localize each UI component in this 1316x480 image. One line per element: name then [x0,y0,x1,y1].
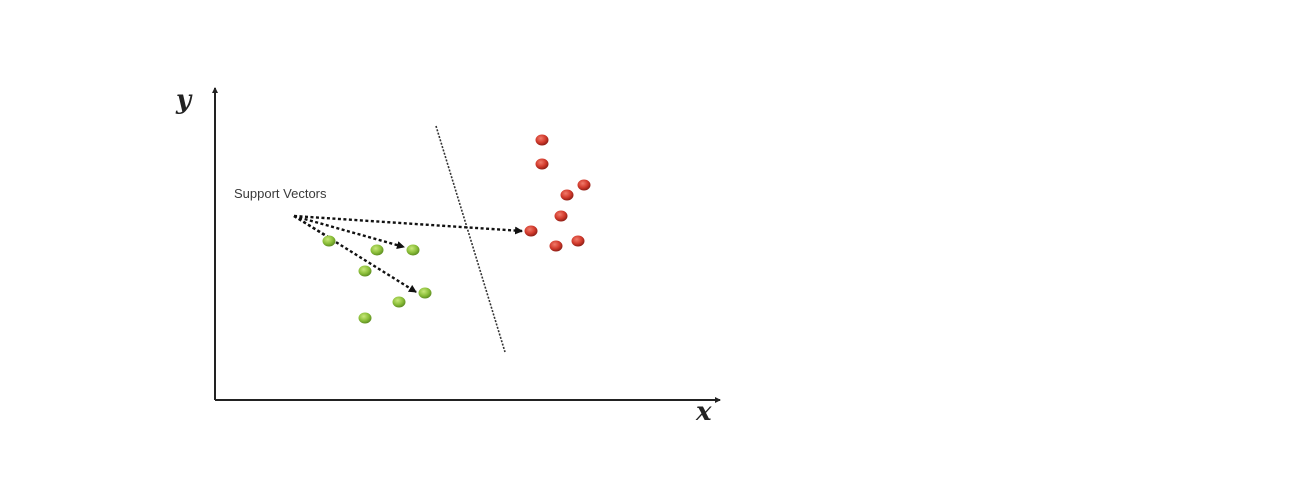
support-vector-arrows [293,214,523,294]
class-a-support-vector [418,287,432,299]
class-a-point [358,265,372,277]
class-b-point [577,179,591,191]
arrow-to-green-support-vector-lower [293,214,417,294]
class-b-point [549,240,563,252]
class-a-point [358,312,372,324]
arrow-to-red-support-vector [293,214,523,235]
class-a-support-vector [406,244,420,256]
arrow-guide-short [293,214,331,240]
y-axis-label: y [175,85,193,115]
class-a-points [322,235,432,324]
class-a-point [392,296,406,308]
class-b-support-vector [524,225,538,237]
arrow-to-green-support-vector-upper [293,214,405,249]
class-a-point [322,235,336,247]
x-axis-label: x [695,397,712,427]
hyperplane-line [435,125,506,353]
support-vectors-label: Support Vectors [234,186,327,201]
class-b-point [535,134,549,146]
class-a-point [370,244,384,256]
class-b-point [535,158,549,170]
class-b-point [554,210,568,222]
class-b-point [560,189,574,201]
class-b-point [571,235,585,247]
class-b-points [524,134,591,252]
